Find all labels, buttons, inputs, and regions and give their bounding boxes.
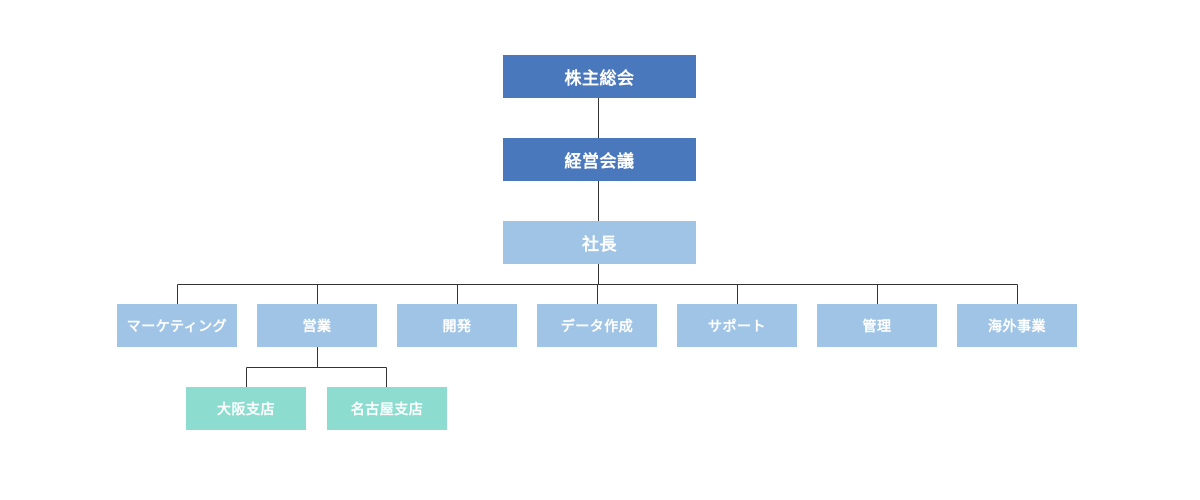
president-label: 社長 — [582, 235, 617, 255]
department-label: サポート — [708, 318, 766, 335]
department-data-creation: データ作成 — [537, 304, 657, 347]
board-meeting-label: 経営会議 — [564, 152, 635, 172]
department-label: マーケティング — [126, 318, 228, 335]
department-sales: 営業 — [257, 304, 377, 347]
department-support: サポート — [677, 304, 797, 347]
department-overseas: 海外事業 — [957, 304, 1077, 347]
branch-nagoya: 名古屋支店 — [327, 387, 447, 430]
department-development: 開発 — [397, 304, 517, 347]
shareholders-meeting-box: 株主総会 — [503, 55, 696, 98]
board-meeting-box: 経営会議 — [503, 138, 696, 181]
department-label: 営業 — [302, 318, 332, 335]
branch-label: 名古屋支店 — [350, 401, 424, 418]
department-administration: 管理 — [817, 304, 937, 347]
department-label: 管理 — [862, 318, 892, 335]
department-label: 開発 — [442, 318, 472, 335]
branch-osaka: 大阪支店 — [186, 387, 306, 430]
president-box: 社長 — [503, 221, 696, 264]
department-marketing: マーケティング — [117, 304, 237, 347]
branch-label: 大阪支店 — [217, 401, 275, 418]
shareholders-meeting-label: 株主総会 — [564, 69, 635, 89]
department-label: データ作成 — [560, 318, 634, 335]
department-label: 海外事業 — [988, 318, 1046, 335]
